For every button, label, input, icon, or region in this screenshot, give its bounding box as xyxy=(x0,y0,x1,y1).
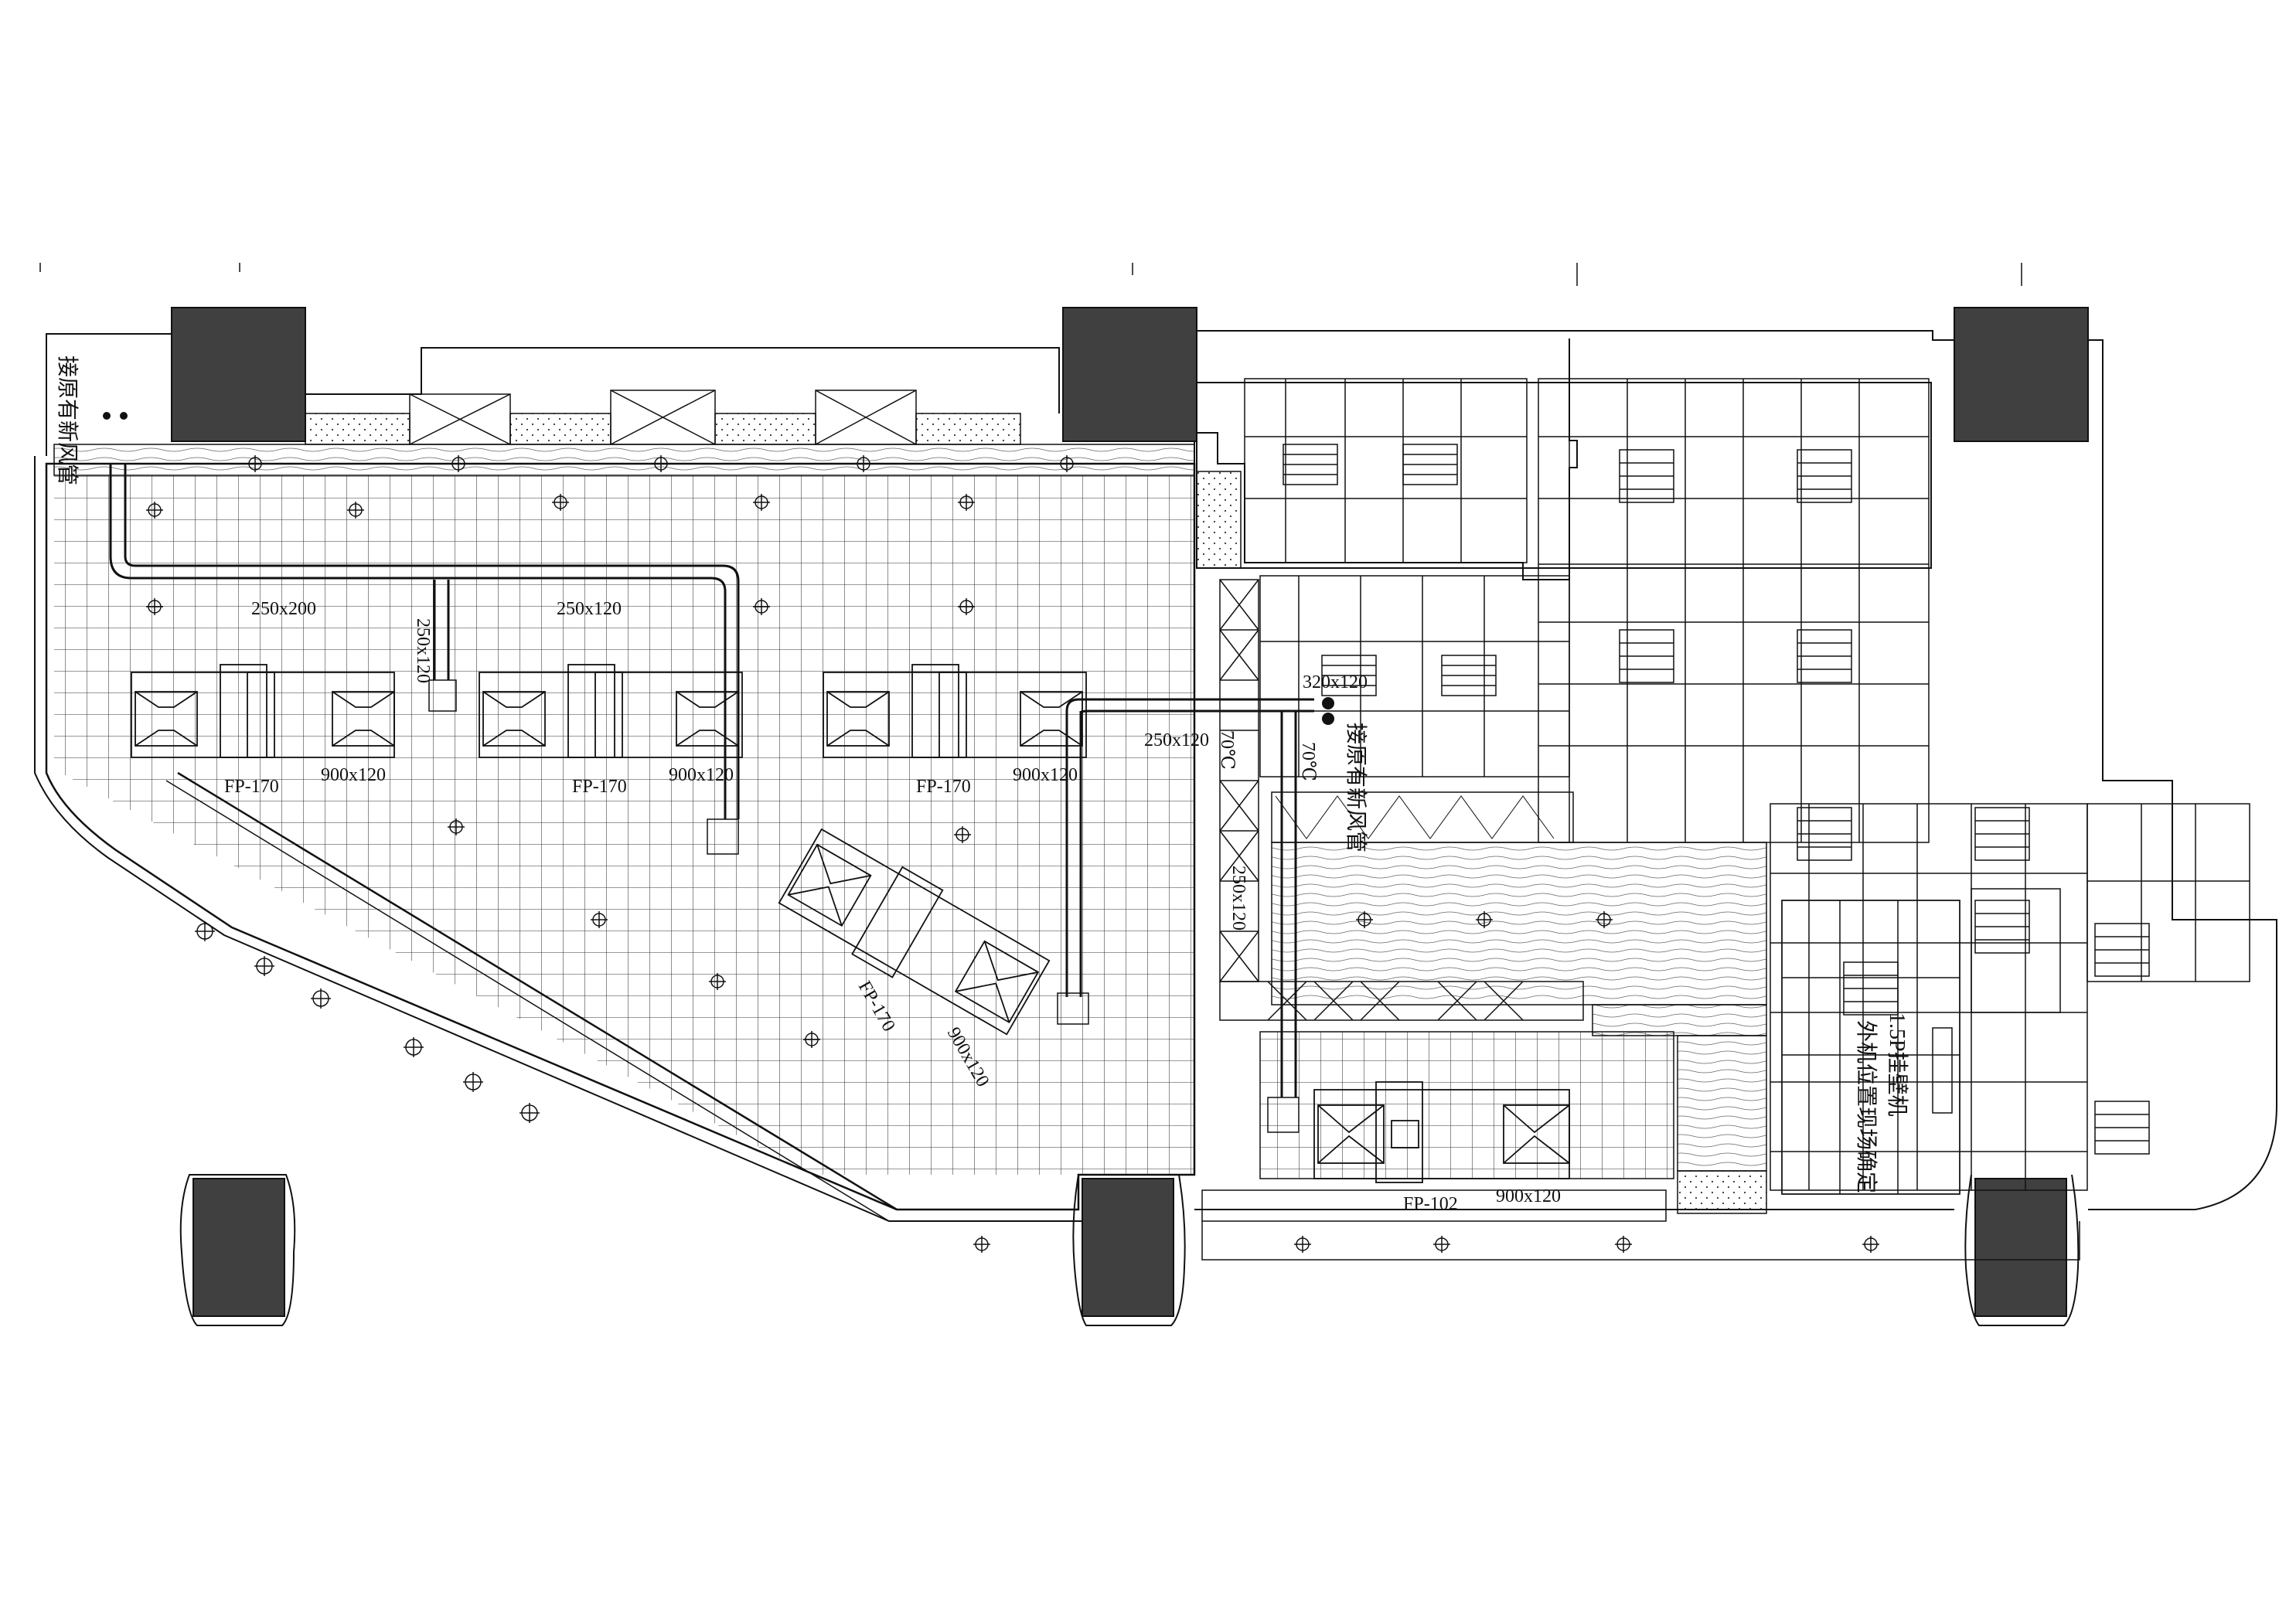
duct-size-label: 320x120 xyxy=(1303,672,1368,692)
duct-grilles xyxy=(428,679,1300,1133)
supply-ductwork xyxy=(109,464,1314,1097)
duct-size-label: 250x200 xyxy=(251,599,316,619)
duct-size-label: 250x120 xyxy=(1144,730,1209,750)
fcu-2 xyxy=(479,664,743,758)
fresh-air-note: 接原有新风管 xyxy=(55,356,80,485)
wall-ac-unit xyxy=(1932,1027,1953,1114)
split-ac-note: 外机位置现场确定 xyxy=(1854,1020,1879,1193)
xpanel-strip xyxy=(1219,579,1584,1021)
office-grid-rooms xyxy=(1244,378,2250,1195)
light-fixture xyxy=(2094,923,2150,977)
column xyxy=(1974,1178,2067,1317)
column xyxy=(1082,1178,1174,1317)
unit-tag: FP-170 xyxy=(916,777,971,797)
light-fixture xyxy=(1321,655,1377,696)
light-fixture xyxy=(2094,1101,2150,1155)
top-beam-strip xyxy=(46,333,1195,476)
light-fixture xyxy=(1797,629,1852,683)
column xyxy=(171,307,306,442)
light-fixture xyxy=(1974,807,2030,861)
duct-size-label: 250x120 xyxy=(413,618,433,683)
duct-size-label: 900x120 xyxy=(321,765,386,785)
light-fixture xyxy=(1619,629,1674,683)
light-fixture xyxy=(1797,807,1852,861)
light-fixture xyxy=(1402,444,1458,485)
linear-light-fixtures xyxy=(1283,444,2150,1155)
duct-size-label: 250x120 xyxy=(557,599,622,619)
corridor-wood-ceiling xyxy=(1196,471,1767,1214)
split-ac-note: 1.5P挂壁机 xyxy=(1885,1012,1909,1117)
damper-note: 70℃ xyxy=(1298,742,1318,781)
structural-columns xyxy=(171,307,2089,1317)
unit-tag: FP-170 xyxy=(572,777,627,797)
column xyxy=(192,1178,285,1317)
duct-size-label: 900x120 xyxy=(669,765,734,785)
light-fixture xyxy=(1974,900,2030,954)
axis-ticks xyxy=(39,263,2022,286)
unit-tag: FP-102 xyxy=(1403,1194,1458,1214)
fcu-4 xyxy=(778,828,1051,1036)
light-fixture xyxy=(1441,655,1497,696)
light-fixture xyxy=(1843,961,1899,1016)
duct-size-label: 900x120 xyxy=(1013,765,1078,785)
fresh-air-note: 接原有新风管 xyxy=(1344,723,1368,852)
duct-size-label: 250x120 xyxy=(1228,866,1248,931)
fcu-1 xyxy=(131,664,395,758)
main-room-grid-ceiling xyxy=(34,456,1196,1222)
light-fixture xyxy=(1283,444,1338,485)
downlights xyxy=(146,455,1879,1253)
column-casings xyxy=(179,1174,2080,1326)
fcu-5 xyxy=(1313,1081,1570,1183)
split-ac-room xyxy=(1781,900,1960,1195)
column xyxy=(1062,307,1197,442)
light-fixture xyxy=(1797,449,1852,503)
fresh-air-connections xyxy=(103,412,1334,725)
light-fixture xyxy=(1619,449,1674,503)
fan-coil-units xyxy=(131,664,1570,1183)
damper-note: 70℃ xyxy=(1217,730,1237,770)
duct-size-label: 900x120 xyxy=(1496,1186,1561,1206)
fcu-3 xyxy=(823,664,1087,758)
lower-room xyxy=(1201,1031,2080,1261)
column xyxy=(1954,307,2089,442)
unit-tag: FP-170 xyxy=(224,777,279,797)
